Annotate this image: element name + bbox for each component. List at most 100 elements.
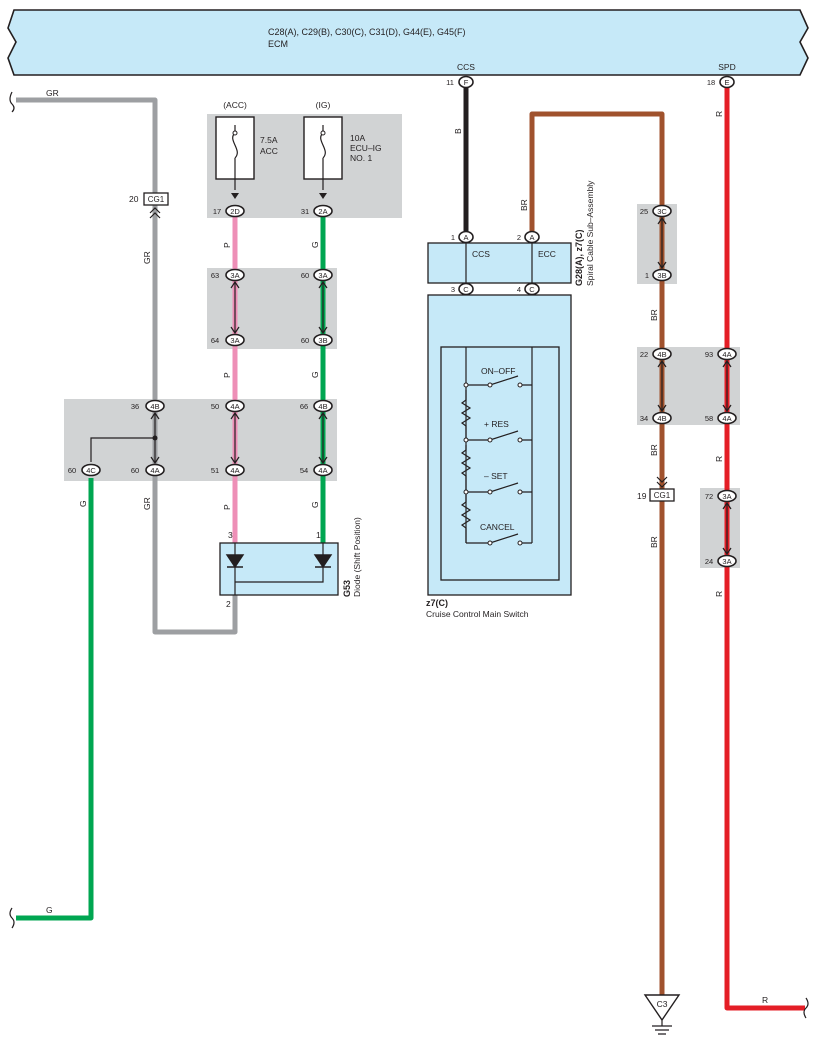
switch-pos-cancel: CANCEL xyxy=(480,522,515,532)
spd-terminal-label: SPD xyxy=(718,62,735,72)
pin-connector: 3C xyxy=(657,207,667,216)
switch-inner-box xyxy=(440,346,560,581)
internal-link-4-p xyxy=(230,411,240,465)
break-mark-gr xyxy=(9,91,15,113)
pin-connector: 3A xyxy=(230,336,239,345)
ground-icon xyxy=(652,1020,672,1035)
internal-link-3a-right xyxy=(318,280,328,335)
fuse-ig-name2: NO. 1 xyxy=(350,153,372,163)
pin-number: 60 xyxy=(301,271,309,280)
switch-common-line xyxy=(465,347,533,543)
pin-number: 1 xyxy=(451,233,455,242)
ecm-box xyxy=(7,9,809,76)
pin-number: 11 xyxy=(446,78,454,87)
pin-number: 60 xyxy=(68,466,76,475)
diode-code: G53 xyxy=(342,580,352,597)
pin-spiral-3c: 3 C xyxy=(451,282,474,296)
ground-label: C3 xyxy=(657,999,668,1009)
pin-number: 17 xyxy=(213,207,221,216)
wire-label-br-ecc: BR xyxy=(519,199,529,211)
diode-pin-3: 3 xyxy=(228,530,233,540)
pin-number: 60 xyxy=(131,466,139,475)
fuse-ig-name1: ECU–IG xyxy=(350,143,382,153)
pin-number: 22 xyxy=(640,350,648,359)
pin-number: 2 xyxy=(517,233,521,242)
break-mark-g xyxy=(9,907,15,929)
pin-connector: 4A xyxy=(722,414,731,423)
pin-connector: 4A xyxy=(230,466,239,475)
pin-22-4b: 22 4B xyxy=(640,347,672,361)
pin-spiral-1a: 1 A xyxy=(451,230,474,244)
fuse-acc-name: ACC xyxy=(260,146,278,156)
switch-code: z7(C) xyxy=(426,598,448,608)
pin-number: 24 xyxy=(705,557,713,566)
pin-connector: 3A xyxy=(722,492,731,501)
fuse-acc-supply: (ACC) xyxy=(223,100,247,110)
pin-63-3a: 63 3A xyxy=(211,268,245,282)
wire-label-br-2: BR xyxy=(649,444,659,456)
wire-label-b-ccs: B xyxy=(453,128,463,134)
pin-17-2d: 17 2D xyxy=(213,204,245,218)
switch-ladder xyxy=(460,375,532,546)
pin-number: 58 xyxy=(705,414,713,423)
wire-brown-ecc xyxy=(529,111,665,995)
pin-connector: A xyxy=(463,233,468,242)
break-mark-r xyxy=(803,997,809,1019)
cg1-right-label: CG1 xyxy=(654,491,671,500)
internal-link-3a-r xyxy=(722,501,732,556)
wire-label-gr-2: GR xyxy=(142,497,152,510)
wire-label-br-3: BR xyxy=(649,536,659,548)
pin-connector: F xyxy=(464,78,469,87)
diode-pin-1: 1 xyxy=(316,530,321,540)
pin-connector: 3B xyxy=(657,271,666,280)
ground-triangle xyxy=(643,994,681,1022)
cg1-top-pin: 20 xyxy=(129,194,139,204)
fuse-ig-supply: (IG) xyxy=(316,100,331,110)
fuse-ig-arrow xyxy=(319,193,327,199)
spiral-box xyxy=(427,242,572,284)
pin-connector: 3A xyxy=(318,271,327,280)
switch-pos-set: – SET xyxy=(484,471,508,481)
pin-spiral-2a: 2 A xyxy=(517,230,540,244)
pin-51-4a: 51 4A xyxy=(211,463,245,477)
pin-connector: 4B xyxy=(150,402,159,411)
pin-number: 3 xyxy=(451,285,455,294)
pin-connector: 4C xyxy=(86,466,96,475)
wire-label-gr-1: GR xyxy=(142,251,152,264)
wire-label-p-2: P xyxy=(222,372,232,378)
wire-label-g-2: G xyxy=(310,371,320,378)
pin-number: 63 xyxy=(211,271,219,280)
pin-60-3a: 60 3A xyxy=(301,268,333,282)
jb-4 xyxy=(64,399,337,481)
splice-dot xyxy=(152,435,158,441)
wire-label-r-1: R xyxy=(714,111,724,117)
pin-31-2a: 31 2A xyxy=(301,204,333,218)
pin-connector: 4A xyxy=(722,350,731,359)
pin-ecm-spd: 18 E xyxy=(707,75,735,89)
pin-connector: 2A xyxy=(318,207,327,216)
pin-connector: A xyxy=(529,233,534,242)
spiral-code: G28(A), z7(C) xyxy=(574,229,584,286)
pin-number: 93 xyxy=(705,350,713,359)
ccs-terminal-label: CCS xyxy=(457,62,475,72)
pin-number: 31 xyxy=(301,207,309,216)
pin-1-3b: 1 3B xyxy=(645,268,672,282)
internal-link-4b-br xyxy=(657,359,667,413)
pin-connector: 2D xyxy=(230,207,240,216)
pin-50-4a: 50 4A xyxy=(211,399,245,413)
pin-number: 54 xyxy=(300,466,308,475)
diode-box xyxy=(219,542,339,596)
pin-number: 36 xyxy=(131,402,139,411)
fuse-acc-arrow xyxy=(231,193,239,199)
cg1-top-chevron xyxy=(149,207,161,219)
cg1-right-chevron xyxy=(656,476,668,488)
pin-24-3a: 24 3A xyxy=(705,554,737,568)
pin-ecm-ccs: 11 F xyxy=(446,75,474,89)
pin-connector: C xyxy=(463,285,469,294)
cg1-top-box xyxy=(143,192,169,206)
internal-link-3a-left xyxy=(230,280,240,335)
wire-label-br-1: BR xyxy=(649,309,659,321)
pin-58-4a: 58 4A xyxy=(705,411,737,425)
spiral-ecc-label: ECC xyxy=(538,249,556,259)
internal-link-4a-r xyxy=(722,359,732,413)
